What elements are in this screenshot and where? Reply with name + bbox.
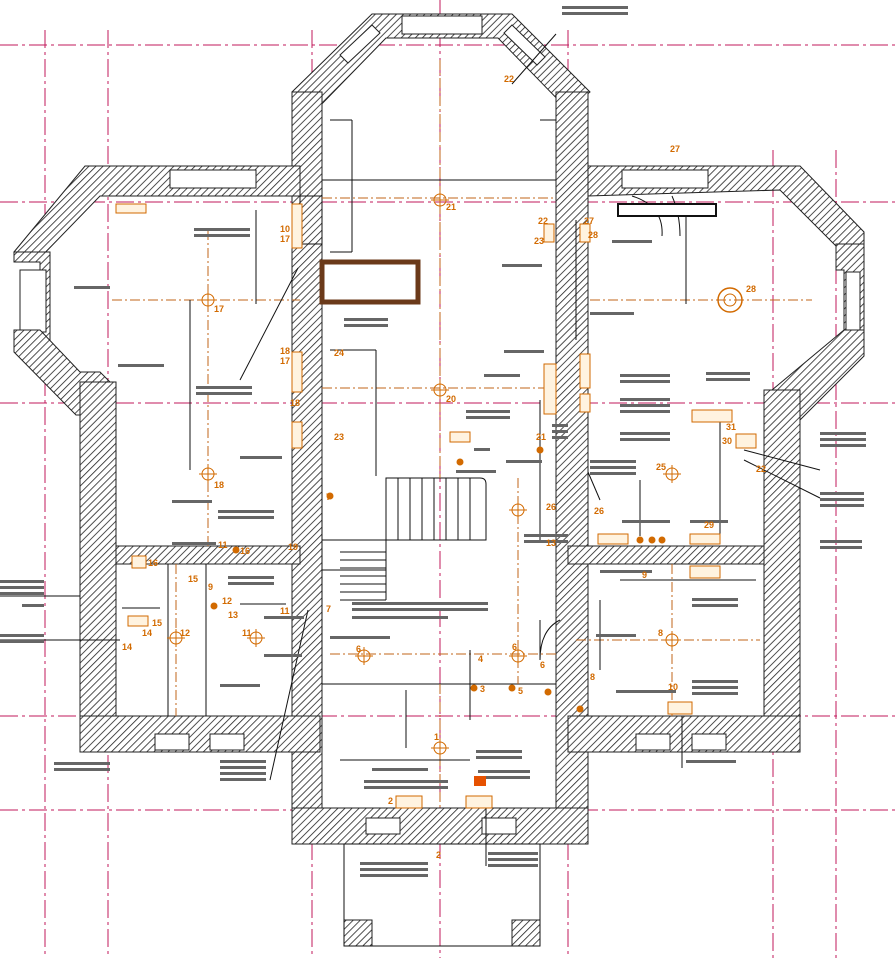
fixture-label: 16 (240, 546, 250, 556)
fixture-label: 4 (478, 654, 483, 664)
fixture-label: 3 (480, 684, 485, 694)
fixture-label: 18 (214, 480, 224, 490)
fixture-label: 18 (290, 398, 300, 408)
fixture-label: 20 (446, 394, 456, 404)
fixture-label: 22 (756, 464, 766, 474)
fixture-label: 2 (436, 850, 441, 860)
fixture-label: 7 (326, 604, 331, 614)
fixture-label: 28 (588, 230, 598, 240)
fixture-label: 19 (288, 542, 298, 552)
fixture-label: 17 (280, 234, 290, 244)
fixture-label: 10 (668, 682, 678, 692)
staircase (322, 477, 487, 601)
fixture-label: 8 (590, 672, 595, 682)
fixture-label: 16 (148, 558, 158, 568)
fixture-label: 11 (242, 628, 252, 638)
fixture-markers (115, 191, 757, 809)
fixture-label: 14 (142, 628, 152, 638)
fixture-label: 12 (180, 628, 190, 638)
walls (13, 13, 865, 947)
fixture-label: 1 (434, 732, 439, 742)
fixture-label: 28 (746, 284, 756, 294)
fixture-label: 9 (642, 570, 647, 580)
fixture-label: 6 (512, 642, 517, 652)
fixture-label: 11 (218, 540, 228, 550)
fixture-label: 24 (334, 348, 344, 358)
fixture-label: 2 (388, 796, 393, 806)
fixture-label: 17 (280, 356, 290, 366)
fixture-label: 14 (122, 642, 132, 652)
fixture-label: 22 (538, 216, 548, 226)
fixture-label: 5 (518, 686, 523, 696)
fixture-label: 6 (540, 660, 545, 670)
fixture-label: 15 (152, 618, 162, 628)
fixture-label: 7 (326, 492, 331, 502)
fixture-label: 13 (546, 538, 556, 548)
fixture-label: 23 (334, 432, 344, 442)
fixture-label: 27 (584, 216, 594, 226)
fixture-label: 12 (222, 596, 232, 606)
fixture-label: 27 (670, 144, 680, 154)
fixture-label: 31 (726, 422, 736, 432)
fixture-label: 9 (208, 582, 213, 592)
fixture-label: 6 (356, 644, 361, 654)
fixture-label: 26 (546, 502, 556, 512)
fixture-label: 22 (504, 74, 514, 84)
centerlines (112, 60, 812, 808)
fixture-label: 18 (280, 346, 290, 356)
dimension-lines (0, 33, 821, 866)
fixture-label: 10 (280, 224, 290, 234)
fixture-label: 15 (188, 574, 198, 584)
fixture-label: 21 (446, 202, 456, 212)
fixture-label: 23 (534, 236, 544, 246)
fixture-label: 17 (214, 304, 224, 314)
door-swings (539, 195, 717, 661)
fixture-label: 13 (228, 610, 238, 620)
fixture-label: 26 (594, 506, 604, 516)
fixture-label: 21 (536, 432, 546, 442)
fixture-label: 30 (722, 436, 732, 446)
fixture-label: 11 (280, 606, 290, 616)
fixture-label: 29 (704, 520, 714, 530)
fixture-label: 8 (658, 628, 663, 638)
annotation-text-blocks (0, 6, 866, 877)
fixture-label: 25 (656, 462, 666, 472)
